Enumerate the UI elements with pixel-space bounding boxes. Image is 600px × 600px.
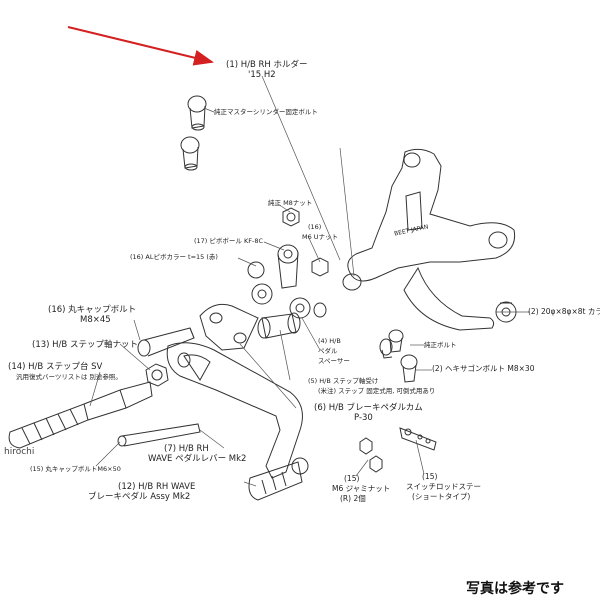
part-16-capbolt-text: (16) 丸キャップボルト [48, 305, 137, 315]
part-2-hexbolt-label: (2) ヘキサゴンボルト M8×30 [432, 364, 535, 373]
part-4-line3: スペーサー [318, 357, 350, 365]
part-4-line2: ペダル [318, 347, 338, 355]
red-pointer-arrow [67, 26, 214, 66]
part-12-label: (12) H/B RH WAVE ブレーキペダル Assy Mk2 [88, 482, 195, 502]
cap-bolt-m6x50 [117, 423, 201, 447]
part-13-label: (13) H/B ステップ軸ナット [32, 340, 138, 350]
part-5-line1: (5) H/B ステップ軸受け [308, 377, 379, 385]
part-12-line1: (12) H/B RH WAVE [118, 482, 196, 492]
part-15-stay-line2: スイッチロッドステー [406, 482, 481, 491]
bolt-note-label: 純正マスターシリンダー固定ボルト [214, 108, 318, 116]
part-5-label: (5) H/B ステップ軸受け (米注) ステップ 固定式用, 可倒式用あり [308, 376, 435, 396]
brake-pedal [166, 342, 303, 479]
part-1-label: (1) H/B RH ホルダー '15 H2 [226, 60, 308, 80]
part-12-line2: ブレーキペダル Assy Mk2 [88, 492, 191, 502]
pivot-collar [247, 261, 273, 305]
part-14-line1: (14) H/B ステップ台 SV [8, 362, 103, 372]
switch-rod-stay [399, 427, 437, 451]
part-16-collar-label: (16) ALピボカラー t=15 (赤) [130, 253, 218, 261]
part-15-stay-line3: (ショートタイプ) [412, 492, 471, 501]
part-7-line2: WAVE ペダルレバー Mk2 [148, 454, 247, 464]
step-shaft-nut [145, 363, 169, 387]
holder-bracket [342, 148, 516, 331]
part-14-line2: 汎用復式バーツリストは 別途参照。 [16, 373, 122, 381]
part-14-label: (14) H/B ステップ台 SV 汎用復式バーツリストは 別途参照。 [8, 362, 122, 382]
part-15-capbolt-label: (15) 丸キャップボルトM6×50 [30, 465, 121, 473]
watermark: hirochi [4, 447, 35, 457]
reference-note: 写真は参考です [466, 581, 564, 597]
part-16-capbolt-label: (16) 丸キャップボルト M8×45 [48, 305, 136, 325]
pedal-tip [248, 457, 309, 501]
part-7-line1: (7) H/B RH [164, 444, 209, 454]
part-16-m6-label: (16) M6 Uナット [302, 222, 338, 242]
part-5-line2: (米注) ステップ 固定式用, 可倒式用あり [318, 387, 436, 395]
master-cylinder-bolt-lower [180, 136, 200, 171]
part-6-line1: (6) H/B ブレーキペダルカム [314, 403, 423, 413]
part-6-line2: P-30 [354, 413, 373, 423]
part-15-nut-label: (15) M6 ジャミナット (R) 2個 [332, 474, 390, 504]
hexagon-bolt [400, 354, 418, 383]
part-15-nut-line2: M6 ジャミナット [332, 484, 391, 493]
footpeg-step [8, 381, 153, 449]
pivot-ball [277, 244, 299, 289]
part-17-label: (17) ピボボール KF-8C [194, 237, 263, 245]
part-1-line2: '15 H2 [248, 70, 276, 80]
oem-bolt-label: 純正ボルト [424, 341, 457, 349]
m6-u-nut [311, 257, 329, 277]
part-16-number: (16) [308, 223, 322, 231]
m6-u-nut-label: M6 Uナット [302, 233, 339, 241]
part-6-label: (6) H/B ブレーキペダルカム P-30 [314, 403, 423, 423]
part-7-label: (7) H/B RH WAVE ペダルレバー Mk2 [148, 444, 246, 464]
part-4-label: (4) H/B ペダル スペーサー [318, 336, 350, 366]
part-15-stay-label: (15) スイッチロッドステー (ショートタイプ) [406, 472, 481, 502]
part-1-line1: (1) H/B RH ホルダー [226, 60, 308, 70]
part-4-line1: (4) H/B [318, 337, 341, 345]
part-2-spacer-label: (2) 20φ×8φ×8t カラー [528, 307, 600, 316]
cap-bolt-m8x45 [137, 327, 195, 357]
pedal-lever-plate [199, 303, 259, 351]
part-15-stay-line1: (15) [422, 472, 438, 481]
m8-nut [282, 207, 300, 227]
m6-jam-nut [359, 437, 383, 473]
pedal-spacer [289, 297, 327, 319]
step-shaft-bearing [257, 312, 301, 339]
oem-bolt [379, 329, 404, 359]
part-15-nut-line3: (R) 2個 [340, 494, 366, 503]
m8-nut-label: 純正 M8ナット [268, 199, 313, 207]
part-15-nut-line1: (15) [344, 474, 360, 483]
master-cylinder-bolt-upper [187, 95, 207, 131]
part-16-capbolt-size: M8×45 [80, 315, 111, 325]
